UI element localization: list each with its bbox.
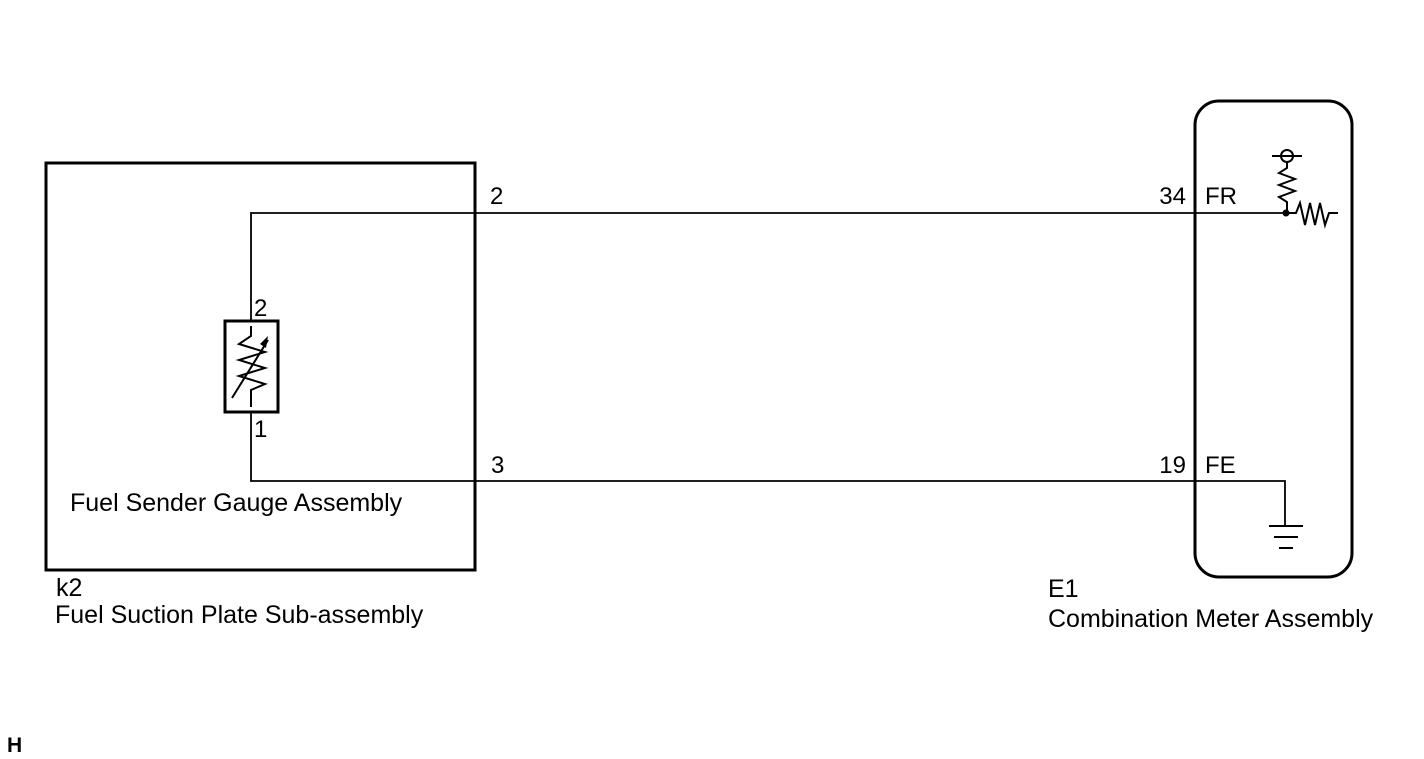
corner-mark: H bbox=[7, 734, 22, 757]
right-component-code: E1 bbox=[1048, 575, 1079, 603]
meter-terminal-fe-label: FE bbox=[1205, 452, 1236, 479]
fuel-sender-variable-resistor-icon bbox=[223, 319, 280, 414]
meter-terminal-fr-label: FR bbox=[1205, 183, 1237, 210]
fuel-gauge-coil-icon bbox=[1272, 149, 1338, 229]
right-component-name: Combination Meter Assembly bbox=[1048, 605, 1374, 633]
sender-pin-1-label: 1 bbox=[254, 416, 267, 443]
meter-pin-34-label: 34 bbox=[1159, 183, 1186, 210]
left-component-code: k2 bbox=[56, 574, 82, 602]
meter-pin-19-label: 19 bbox=[1159, 452, 1186, 479]
wire-fr bbox=[250, 212, 1287, 321]
fuel-suction-plate-box bbox=[44, 161, 477, 572]
combination-meter-box bbox=[1193, 99, 1354, 579]
ground-icon bbox=[1269, 525, 1303, 549]
connector-pin-2-label: 2 bbox=[490, 183, 503, 210]
connector-pin-3-label: 3 bbox=[491, 452, 504, 479]
sender-pin-2-label: 2 bbox=[254, 295, 267, 322]
fuel-sender-gauge-label: Fuel Sender Gauge Assembly bbox=[70, 489, 403, 517]
wire-fe bbox=[250, 412, 1286, 526]
left-component-name: Fuel Suction Plate Sub-assembly bbox=[55, 601, 424, 629]
